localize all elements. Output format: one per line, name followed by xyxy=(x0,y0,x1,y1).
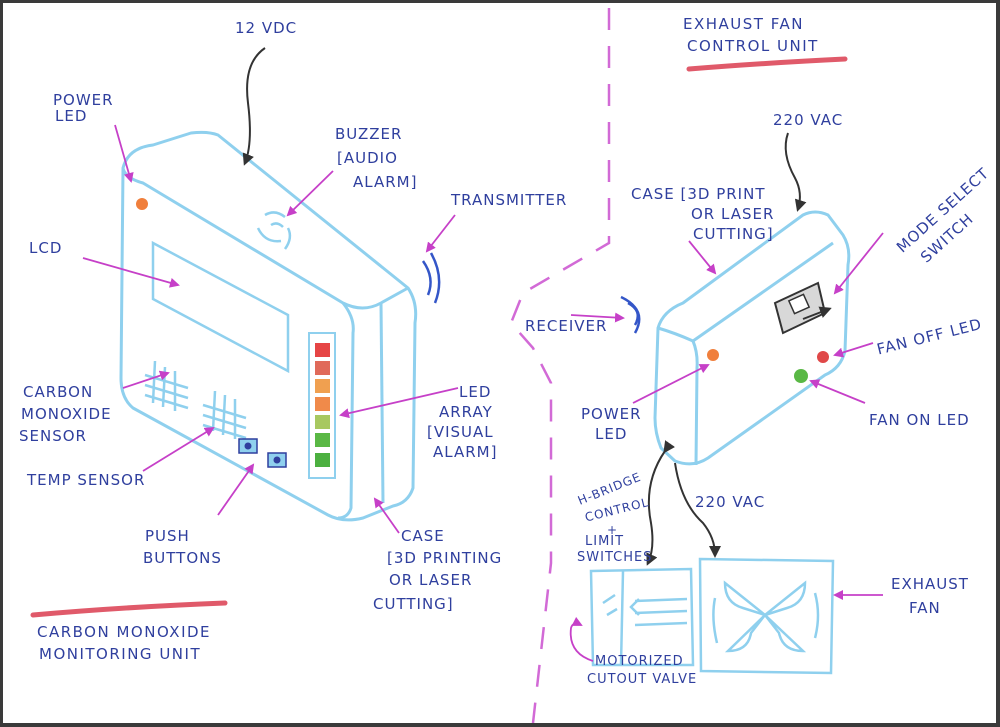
right-title-line1: EXHAUST FAN xyxy=(683,15,804,33)
label-buzzer-1: BUZZER xyxy=(335,125,403,143)
fan-control-case xyxy=(653,210,851,466)
label-exhaust-fan-2: FAN xyxy=(909,599,941,617)
label-exhaust-fan-1: EXHAUST xyxy=(891,575,969,593)
label-case-left-2: [3D PRINTING xyxy=(387,549,503,567)
label-co-sensor-1: CARBON xyxy=(23,383,94,401)
section-divider xyxy=(509,8,611,723)
bottom-callout-arrows xyxy=(569,590,883,662)
left-title-underline xyxy=(30,600,228,618)
co-sensor-grid xyxy=(144,360,189,411)
label-push-buttons-1: PUSH xyxy=(145,527,190,545)
label-hbridge-3: + xyxy=(607,523,619,537)
right-title-underline xyxy=(686,56,848,72)
label-hbridge-5: SWITCHES xyxy=(577,550,653,565)
hbridge-wire xyxy=(646,440,676,566)
label-buzzer-2: [AUDIO xyxy=(337,149,398,167)
label-case-left-4: CUTTING] xyxy=(373,595,454,613)
label-buzzer-3: ALARM] xyxy=(353,173,418,191)
motorized-cutout-valve xyxy=(589,567,695,667)
mode-select-switch xyxy=(773,281,832,335)
fan-off-led xyxy=(817,351,829,363)
exhaust-fan xyxy=(698,557,835,675)
label-valve-1: MOTORIZED xyxy=(595,654,684,669)
label-power-led-right-1: POWER xyxy=(581,405,642,423)
label-valve-2: CUTOUT VALVE xyxy=(587,672,698,687)
label-12vdc: 12 VDC xyxy=(235,19,298,37)
push-buttons xyxy=(238,438,287,468)
left-title-line1: CARBON MONOXIDE xyxy=(37,623,212,641)
label-push-buttons-2: BUTTONS xyxy=(143,549,222,567)
power-arrow-12vdc xyxy=(242,47,266,166)
fan-on-led xyxy=(794,369,808,383)
label-led-array-1: LED xyxy=(459,383,492,401)
label-led-array-3: [VISUAL xyxy=(427,423,494,441)
label-case-right-3: CUTTING] xyxy=(693,225,774,243)
label-led-array-4: ALARM] xyxy=(433,443,498,461)
label-temp-sensor: TEMP SENSOR xyxy=(27,471,146,489)
label-220vac-input: 220 VAC xyxy=(773,111,844,129)
label-220vac-fan: 220 VAC xyxy=(695,493,766,511)
label-transmitter: TRANSMITTER xyxy=(451,191,568,209)
label-case-right-1: CASE [3D PRINT xyxy=(631,185,766,203)
buzzer xyxy=(256,211,292,250)
receiver-waves xyxy=(620,295,641,334)
fan-power-wire xyxy=(674,462,721,558)
label-case-right-2: OR LASER xyxy=(691,205,775,223)
right-title-line2: CONTROL UNIT xyxy=(687,37,819,55)
co-power-led xyxy=(136,198,148,210)
label-case-left-1: CASE xyxy=(401,527,445,545)
label-case-left-3: OR LASER xyxy=(389,571,473,589)
left-callout-arrows xyxy=(82,124,459,534)
power-arrow-220vac xyxy=(784,132,807,212)
label-led-array-2: ARRAY xyxy=(439,403,493,421)
label-lcd: LCD xyxy=(29,239,63,257)
led-array xyxy=(308,332,336,479)
transmitter-waves xyxy=(421,252,441,304)
label-power-led-right-2: LED xyxy=(595,425,628,443)
lcd-screen xyxy=(151,240,290,374)
sketch-drawing xyxy=(30,8,884,723)
left-title-line2: MONITORING UNIT xyxy=(39,645,202,663)
label-co-sensor-3: SENSOR xyxy=(19,427,87,445)
label-power-led-left-2: LED xyxy=(55,107,88,125)
label-fan-on-led: FAN ON LED xyxy=(869,411,970,429)
label-hbridge-4: LIMIT xyxy=(585,534,625,549)
label-co-sensor-2: MONOXIDE xyxy=(21,405,112,423)
fan-control-power-led xyxy=(707,349,719,361)
right-callout-arrows xyxy=(570,232,884,404)
label-power-led-left-1: POWER xyxy=(53,91,114,109)
label-receiver: RECEIVER xyxy=(525,317,608,335)
